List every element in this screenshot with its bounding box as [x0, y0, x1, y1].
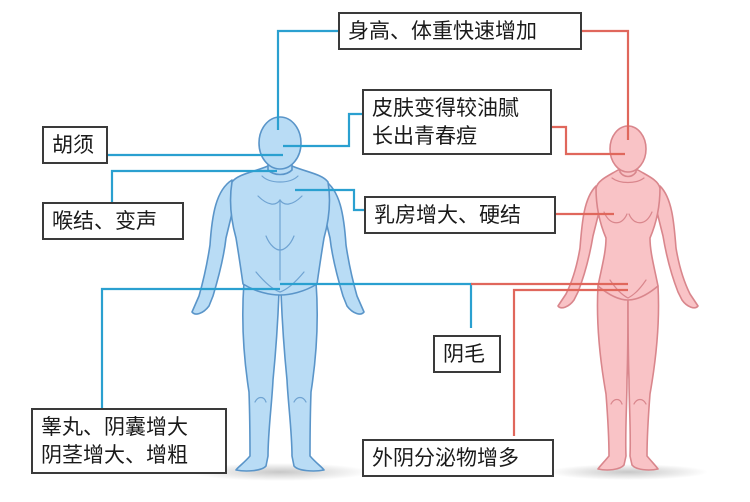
line-height-male	[276, 29, 338, 130]
label-skin: 皮肤变得较油腻 长出青春痘	[362, 89, 552, 155]
label-height-weight-text: 身高、体重快速增加	[348, 19, 537, 43]
line-genital	[100, 287, 280, 411]
label-breast-text: 乳房增大、硬结	[374, 203, 521, 227]
label-skin-line1: 皮肤变得较油腻	[372, 96, 519, 120]
line-height-female	[582, 29, 630, 140]
label-skin-line2: 长出青春痘	[372, 124, 477, 148]
label-throat-voice-text: 喉结、变声	[52, 209, 157, 233]
line-breast-male	[295, 188, 366, 212]
label-breast: 乳房增大、硬结	[364, 196, 556, 234]
label-throat-voice: 喉结、变声	[42, 202, 184, 240]
male-figure	[191, 116, 365, 472]
line-skin-male	[283, 112, 366, 148]
label-pubic-hair: 阴毛	[433, 335, 501, 373]
label-beard: 胡须	[42, 126, 108, 164]
male-detail-lines	[254, 175, 307, 403]
label-genital-line2: 阴茎增大、增粗	[41, 443, 188, 467]
label-discharge-text: 外阴分泌物增多	[372, 446, 519, 470]
label-beard-text: 胡须	[52, 133, 94, 157]
label-genital-line1: 睾丸、阴囊增大	[41, 415, 188, 439]
line-skin-female	[552, 125, 625, 156]
label-pubic-hair-text: 阴毛	[443, 342, 485, 366]
label-genital: 睾丸、阴囊增大 阴茎增大、增粗	[31, 408, 227, 474]
label-discharge: 外阴分泌物增多	[362, 439, 554, 477]
male-shadow	[190, 463, 370, 481]
female-shadow	[548, 464, 708, 480]
label-height-weight: 身高、体重快速增加	[338, 12, 582, 50]
female-figure	[557, 125, 699, 471]
line-throat	[110, 169, 277, 205]
line-discharge	[512, 288, 628, 436]
female-leader-lines	[471, 29, 630, 436]
